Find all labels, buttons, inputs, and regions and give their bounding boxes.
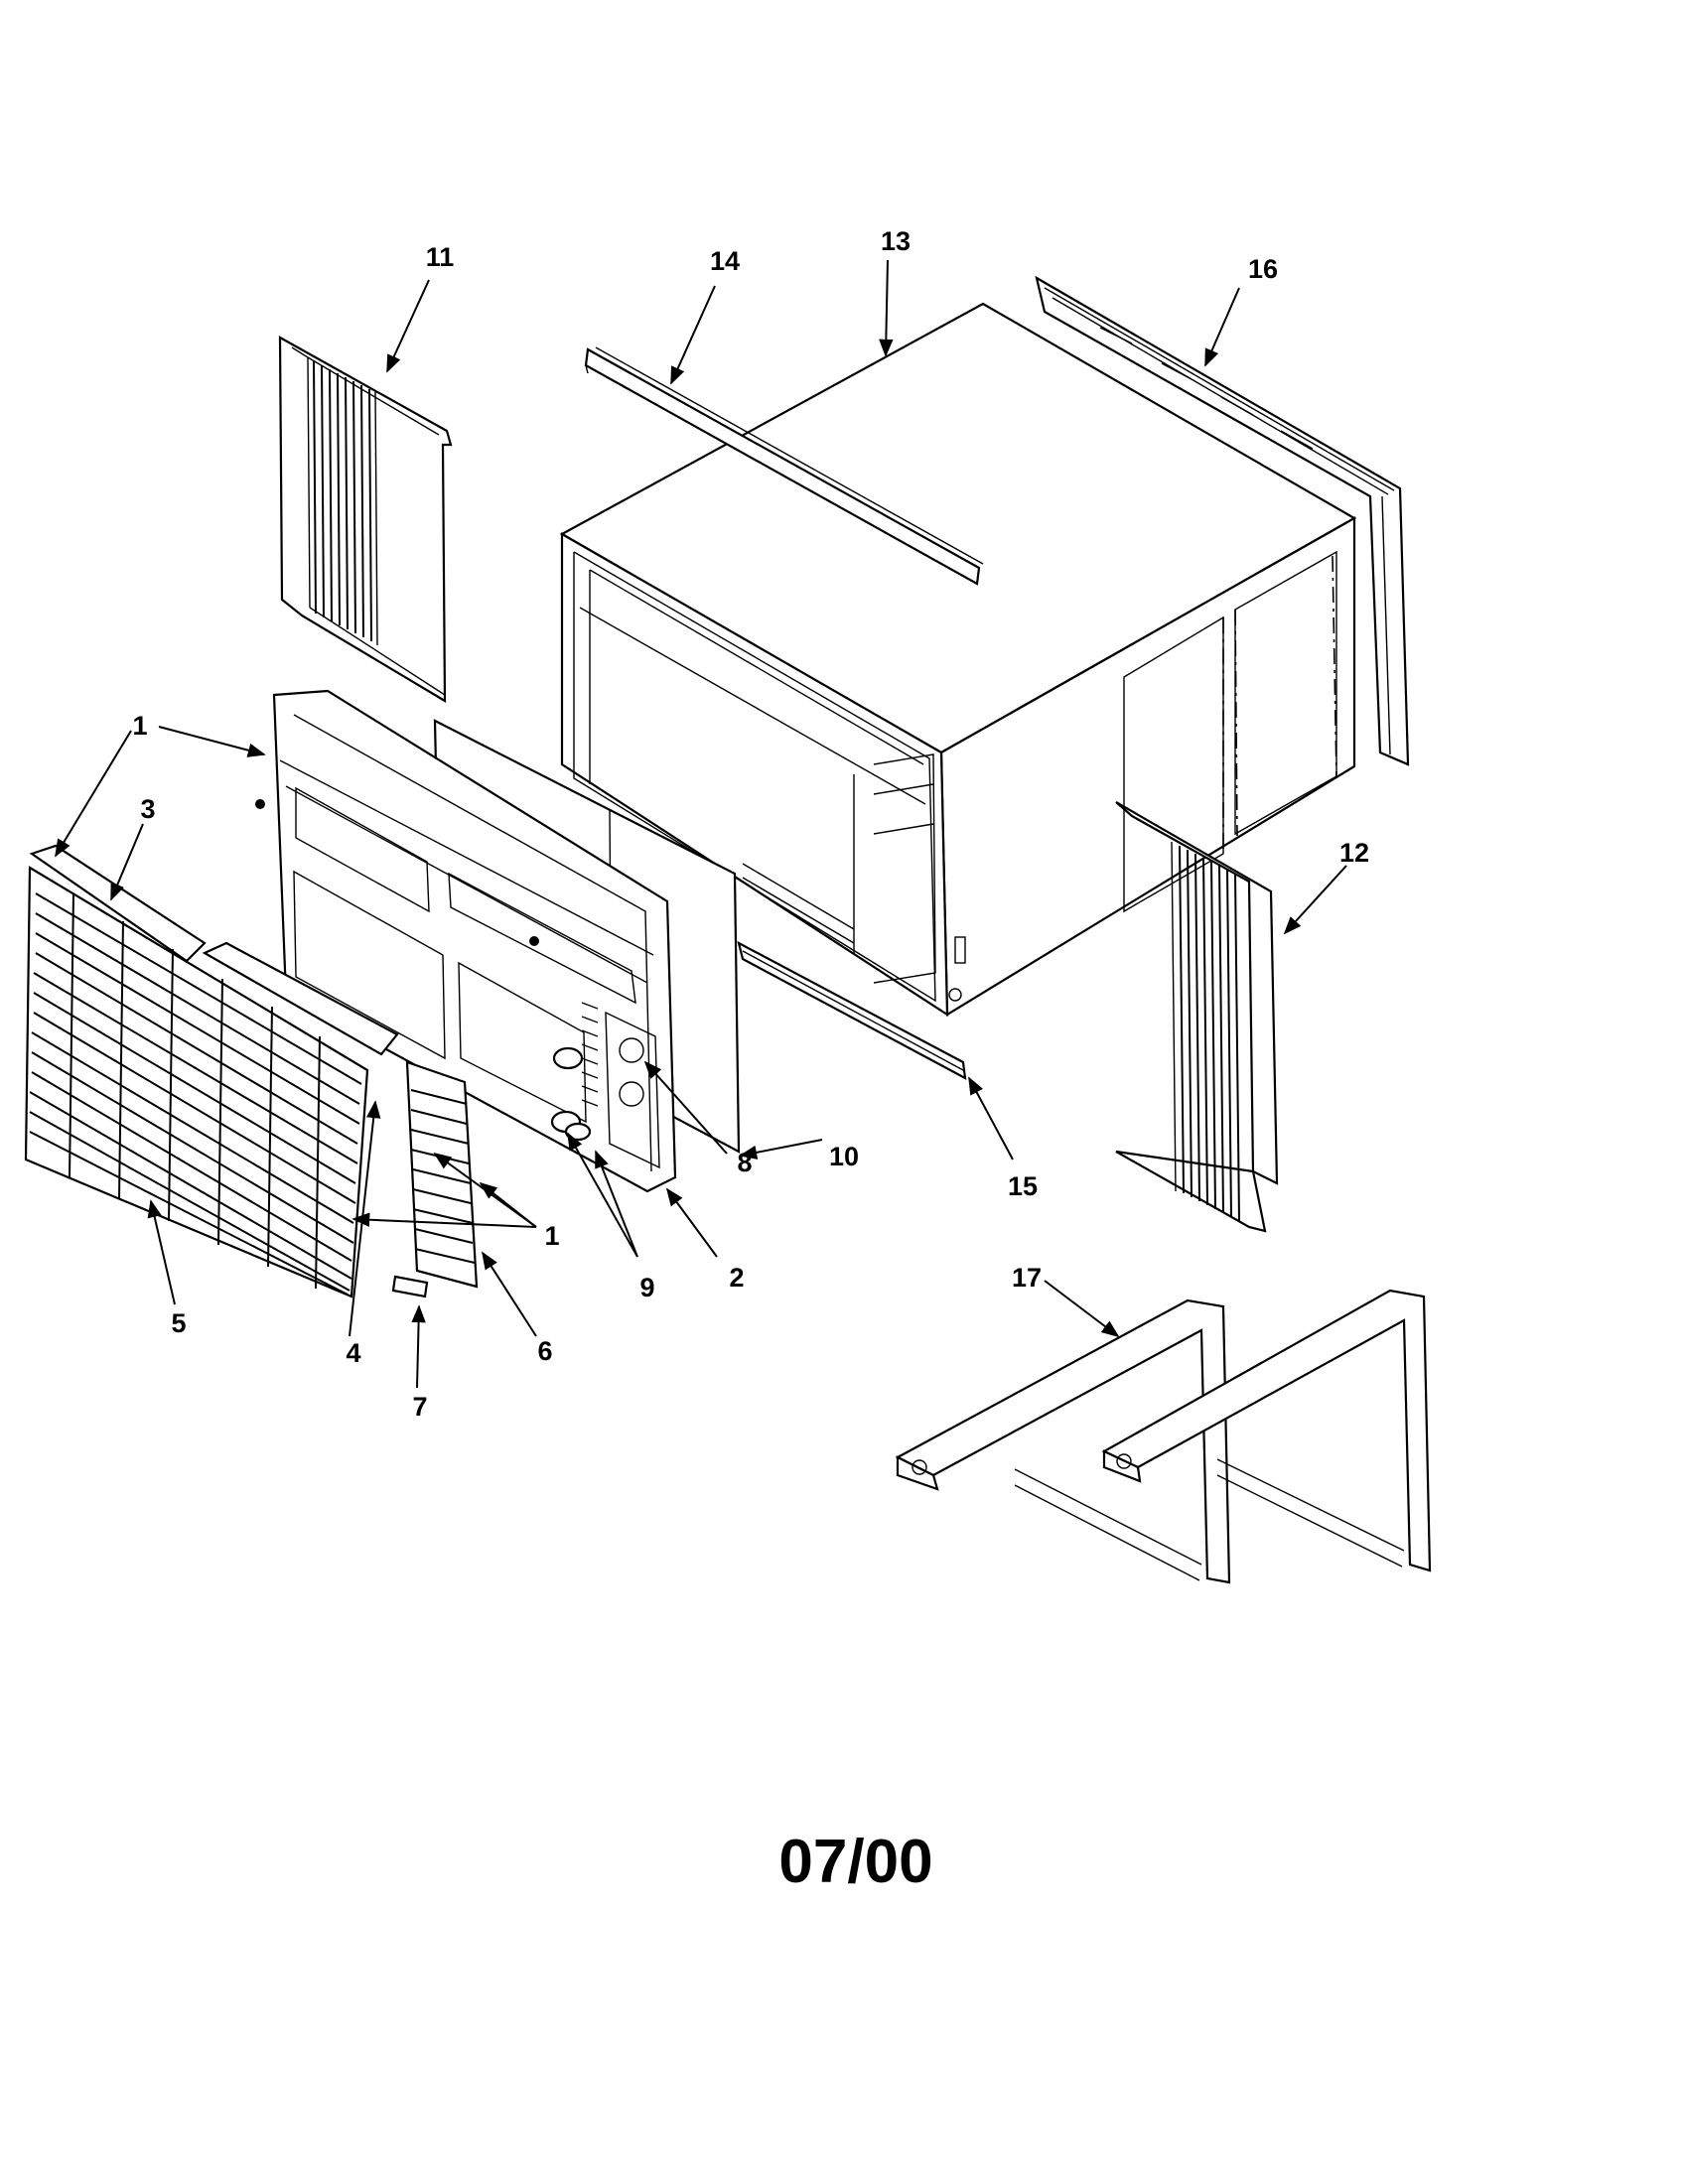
bottom-rail-part [737,940,967,1080]
alignment-lines [1222,555,1337,854]
part-label-11: 11 [426,242,455,272]
top-rail-part [584,346,984,586]
rear-panel-part [1035,275,1410,766]
part-labels: 11 14 13 16 12 1 3 5 4 1 6 7 8 9 2 10 15… [132,226,1369,1422]
cabinet-part [559,302,1357,1018]
clip-part [391,1275,429,1298]
date-code: 07/00 [778,1828,932,1896]
part-label-15: 15 [1008,1171,1038,1201]
part-label-2: 2 [729,1263,744,1293]
part-label-8: 8 [737,1148,752,1177]
part-label-9: 9 [639,1273,654,1302]
part-label-3: 3 [140,794,155,824]
part-label-5: 5 [171,1308,186,1338]
part-label-1-grille: 1 [544,1221,559,1251]
part-label-7: 7 [412,1392,427,1422]
part-label-4: 4 [346,1338,360,1368]
part-label-6: 6 [537,1336,552,1366]
part-label-17: 17 [1012,1263,1042,1293]
part-label-10: 10 [829,1142,859,1171]
part-label-13: 13 [881,226,911,256]
right-side-curtain-part [1115,801,1279,1233]
part-label-12: 12 [1339,838,1369,868]
part-label-1-top: 1 [132,711,147,741]
front-grille-part [24,844,399,1298]
support-brackets-part [895,1289,1432,1584]
left-side-curtain-part [278,336,453,703]
part-label-16: 16 [1248,254,1278,284]
leader-lines [55,259,1347,1389]
side-louvre-part [405,1060,479,1289]
part-label-14: 14 [710,246,740,276]
